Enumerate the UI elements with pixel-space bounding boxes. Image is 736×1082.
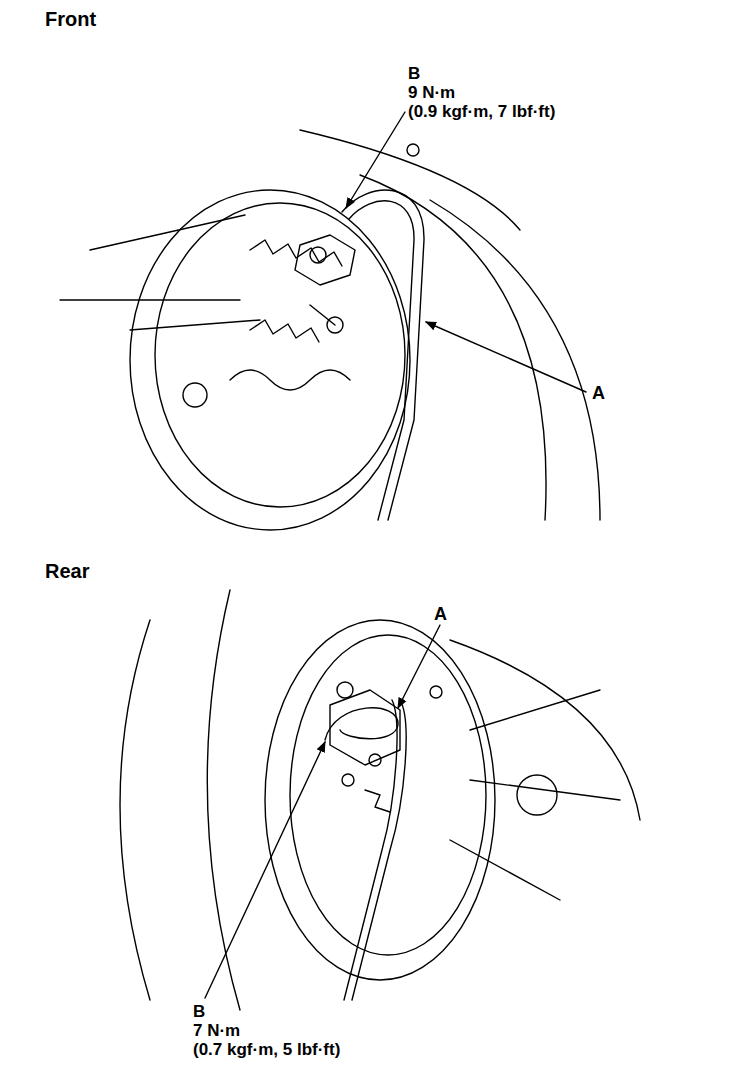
fender-outline — [450, 640, 640, 820]
brake-disc — [155, 203, 405, 507]
brake-hose — [344, 700, 397, 1000]
bracket — [310, 305, 335, 325]
callout-letter: B — [408, 64, 420, 84]
parking-cable — [365, 790, 390, 812]
suspension-arm — [60, 215, 260, 330]
callout-letter: A — [434, 604, 447, 625]
bolt-head — [430, 686, 442, 698]
tire-outline — [207, 590, 240, 1010]
tire-outline — [120, 620, 150, 1000]
hub-bolt — [369, 754, 381, 766]
leader-line — [346, 112, 405, 208]
caliper-bolt — [310, 247, 326, 263]
brake-hose — [349, 201, 414, 520]
torque-value: 7 N·m — [193, 1021, 240, 1041]
piston-cap — [337, 682, 353, 698]
callout-letter: B — [193, 1002, 205, 1022]
caliper — [295, 235, 355, 285]
suspension-arm — [450, 690, 620, 900]
torque-value: 9 N·m — [408, 83, 455, 103]
leader-line — [398, 625, 440, 708]
fender-outline — [360, 175, 546, 520]
leader-line — [426, 322, 586, 392]
section-heading: Front — [45, 8, 96, 31]
brake-disc — [130, 190, 410, 530]
brake-line — [325, 708, 398, 740]
fender-outline — [300, 130, 520, 230]
knuckle — [230, 370, 350, 390]
driveshaft-boot — [250, 240, 342, 342]
leader-line — [205, 742, 325, 998]
torque-value: (0.9 kgf·m, 7 lbf·ft) — [408, 102, 555, 122]
bushing — [517, 775, 557, 815]
torque-value: (0.7 kgf·m, 5 lbf·ft) — [193, 1040, 340, 1060]
callout-letter: A — [592, 383, 605, 404]
brake-hose — [352, 700, 406, 1000]
section-heading: Rear — [45, 560, 89, 583]
ball-joint — [183, 383, 207, 407]
brake-hose — [342, 190, 424, 520]
brake-disc — [290, 635, 486, 955]
caliper — [330, 690, 400, 765]
brake-disc — [265, 620, 495, 980]
fender-outline — [430, 200, 600, 520]
bolt-head — [407, 144, 419, 156]
hub-bolt — [342, 774, 354, 786]
